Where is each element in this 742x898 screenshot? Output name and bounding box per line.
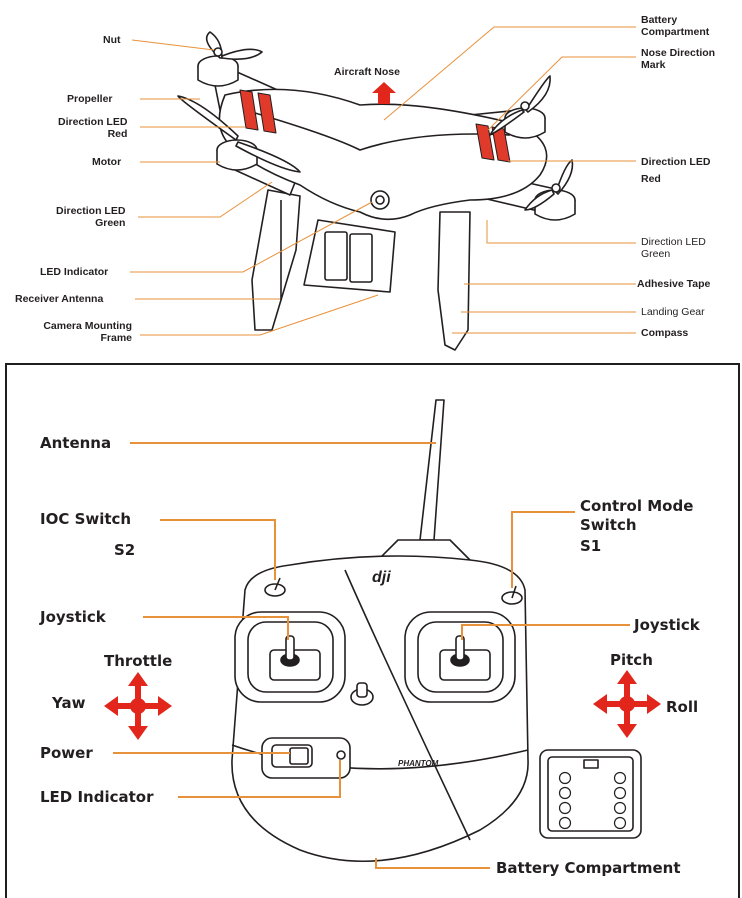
label-battery-compartment-controller: Battery Compartment — [496, 859, 681, 877]
red-stripes — [239, 89, 511, 163]
label-s2: S2 — [114, 541, 136, 559]
label-ioc-switch: IOC Switch — [40, 510, 132, 528]
label-antenna: Antenna — [40, 434, 112, 452]
drone-illustration — [177, 31, 576, 351]
power-switch — [289, 747, 309, 765]
label-joystick-left: Joystick — [40, 608, 106, 626]
label-battery-compartment-aircraft: Battery Compartment — [641, 14, 710, 38]
label-camera-mounting-frame: Camera Mounting Frame — [43, 320, 132, 344]
throttle-yaw-arrows — [104, 672, 172, 740]
landing-gear-left — [251, 189, 301, 331]
control-mode-switch-s1 — [501, 591, 523, 605]
label-power: Power — [40, 744, 93, 762]
label-throttle: Throttle — [104, 652, 173, 670]
label-receiver-antenna: Receiver Antenna — [15, 293, 104, 305]
label-direction-led-green-left: Direction LED Green — [56, 205, 126, 229]
label-roll: Roll — [666, 698, 699, 716]
aircraft-body — [218, 88, 548, 221]
nut — [213, 47, 223, 57]
label-led-indicator-controller: LED Indicator — [40, 788, 154, 806]
label-landing-gear: Landing Gear — [641, 306, 705, 318]
label-joystick-right: Joystick — [634, 616, 700, 634]
label-propeller: Propeller — [67, 93, 113, 105]
label-direction-led-red-right: Direction LED Red — [641, 156, 711, 185]
label-compass: Compass — [641, 327, 689, 339]
product-logo: PHANTOM — [398, 759, 439, 768]
label-s1: S1 — [580, 537, 602, 555]
label-adhesive-tape: Adhesive Tape — [637, 278, 711, 290]
landing-gear-right — [437, 211, 471, 351]
direction-arrows — [104, 670, 661, 740]
controller-led-indicator — [336, 750, 346, 760]
pitch-roll-arrows — [593, 670, 661, 738]
label-nose-direction-mark: Nose Direction Mark — [641, 47, 716, 71]
aircraft-nose-arrow — [372, 82, 396, 104]
label-direction-led-red-left: Direction LED Red — [58, 116, 128, 140]
label-led-indicator: LED Indicator — [40, 266, 109, 278]
label-pitch: Pitch — [610, 651, 653, 669]
brand-logo: dji — [372, 569, 391, 586]
label-nut: Nut — [103, 34, 121, 46]
label-yaw: Yaw — [52, 694, 86, 712]
label-motor: Motor — [92, 156, 122, 168]
label-direction-led-green-right: Direction LED Green — [641, 236, 706, 260]
label-control-mode-switch: Control Mode Switch — [580, 497, 694, 534]
controller-leader-lines — [113, 442, 630, 869]
controller-panel — [5, 363, 740, 898]
battery-cells — [558, 771, 627, 830]
label-aircraft-nose: Aircraft Nose — [334, 66, 400, 78]
drone-leader-lines — [130, 26, 636, 336]
